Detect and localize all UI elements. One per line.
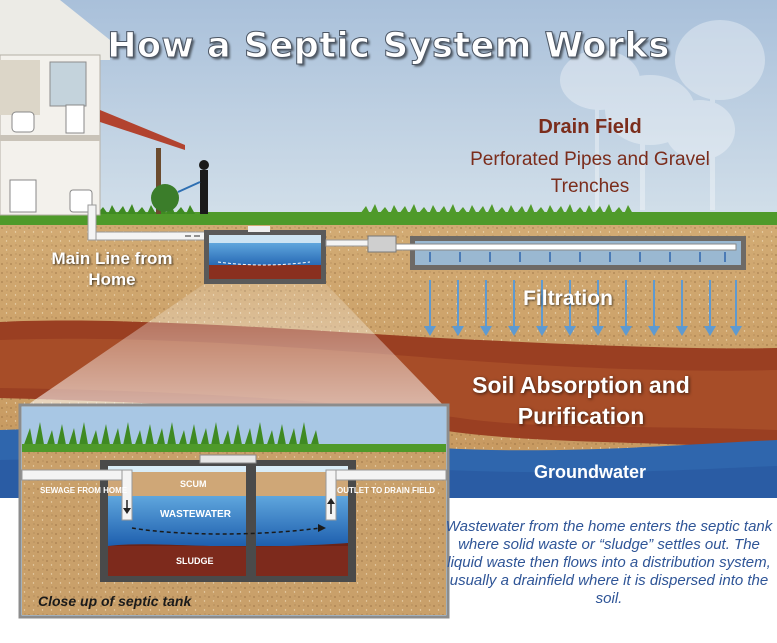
description-caption: Wastewater from the home enters the sept…: [445, 518, 773, 607]
soil-absorption-label: Soil Absorption and Purification: [472, 372, 690, 429]
septic-tank-small: [204, 226, 326, 284]
background-trees: [560, 20, 765, 210]
drain-field-heading: Drain Field: [538, 116, 642, 138]
close-up-caption: Close up of septic tank: [38, 593, 192, 609]
distribution-box: [367, 235, 397, 253]
house: [0, 0, 209, 216]
filtration-arrows: [424, 280, 742, 336]
perforated-pipe: [395, 243, 737, 251]
sewage-from-home-label: SEWAGE FROM HOME: [40, 486, 128, 495]
filtration-label: Filtration: [523, 287, 613, 310]
wastewater-label: WASTEWATER: [160, 509, 231, 520]
outlet-to-drain-field-label: OUTLET TO DRAIN FIELD: [337, 486, 436, 495]
zoom-beam: [20, 284, 448, 410]
sky: [0, 0, 777, 225]
grass: [0, 212, 777, 225]
sludge-label: SLUDGE: [176, 556, 214, 566]
page-title: How a Septic System Works: [107, 26, 670, 67]
main-line-label: Main Line from Home: [51, 249, 173, 289]
drain-field-subheading: Perforated Pipes and Gravel Trenches: [470, 149, 710, 197]
perforation-arrows: [429, 252, 726, 262]
inset-close-up: [18, 403, 450, 619]
scum-label: SCUM: [180, 479, 207, 489]
groundwater-label: Groundwater: [533, 462, 646, 482]
